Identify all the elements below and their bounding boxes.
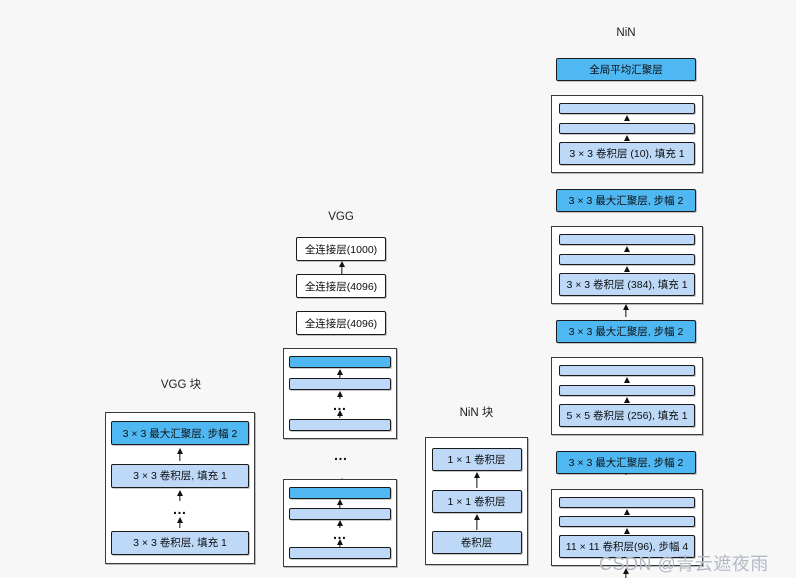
up-arrow-icon xyxy=(336,391,345,399)
conv-layer-bar xyxy=(559,497,695,508)
nin-stage-block: 3 × 3 卷积层 (384), 填充 1 xyxy=(551,226,703,304)
ellipsis-dots: … xyxy=(172,501,188,518)
up-arrow-icon xyxy=(623,377,632,383)
nin-title: NiN xyxy=(616,27,636,39)
conv-layer-bar xyxy=(559,516,695,527)
conv-layer-bar xyxy=(289,546,391,559)
nin-stage-block: 5 × 5 卷积层 (256), 填充 1 xyxy=(551,357,703,435)
vgg-block-container: 3 × 3 最大汇聚层, 步幅 2 3 × 3 卷积层, 填充 1 … 3 × … xyxy=(105,412,255,564)
nin-stage-block: 3 × 3 卷积层 (10), 填充 1 xyxy=(551,95,703,173)
vgg-block-maxpool-layer: 3 × 3 最大汇聚层, 步幅 2 xyxy=(111,421,249,445)
nin-conv-layer: 卷积层 xyxy=(431,531,522,554)
vgg-block-conv-layer: 3 × 3 卷积层, 填充 1 xyxy=(111,530,249,555)
conv-layer-bar xyxy=(289,418,391,431)
conv-layer-bar xyxy=(559,384,695,396)
maxpool-layer-bar xyxy=(289,356,391,368)
up-arrow-icon xyxy=(623,246,632,252)
vgg-block-title: VGG 块 xyxy=(160,379,202,391)
up-arrow-icon xyxy=(176,490,185,501)
nin-global-avg-pool-layer: 全局平均汇聚层 xyxy=(556,58,696,81)
nin-maxpool-layer: 3 × 3 最大汇聚层, 步幅 2 xyxy=(556,189,696,212)
nin-stage-block: 11 × 11 卷积层(96), 步幅 4 xyxy=(551,489,703,566)
vgg-stage-block: … xyxy=(283,348,397,439)
up-arrow-icon xyxy=(623,135,632,141)
vgg-fc-layer: 全连接层(1000) xyxy=(296,237,386,261)
up-arrow-icon xyxy=(623,397,632,403)
conv-layer-bar xyxy=(559,253,695,265)
conv-layer-bar xyxy=(559,365,695,376)
conv-layer-bar xyxy=(289,508,391,521)
up-arrow-icon xyxy=(623,509,632,515)
up-arrow-icon xyxy=(623,528,632,534)
vgg-fc-layer: 全连接层(4096) xyxy=(296,311,386,335)
conv-layer-bar xyxy=(559,234,695,245)
maxpool-layer-bar xyxy=(289,487,391,499)
nin-conv-layer: 3 × 3 卷积层 (10), 填充 1 xyxy=(559,142,695,165)
up-arrow-icon xyxy=(472,514,481,530)
vgg-stage-block: … xyxy=(283,479,397,567)
up-arrow-icon xyxy=(623,266,632,272)
up-arrow-icon xyxy=(176,448,185,461)
up-arrow-icon xyxy=(336,369,345,378)
vgg-title: VGG xyxy=(328,211,354,223)
up-arrow-icon xyxy=(336,499,345,508)
nin-1x1-conv-layer: 1 × 1 卷积层 xyxy=(431,448,522,471)
up-arrow-icon xyxy=(337,261,346,274)
up-arrow-icon xyxy=(336,539,345,547)
nin-conv-layer: 11 × 11 卷积层(96), 步幅 4 xyxy=(559,535,695,558)
up-arrow-icon xyxy=(336,410,345,418)
nin-1x1-conv-layer: 1 × 1 卷积层 xyxy=(431,489,522,513)
csdn-watermark: CSDN @青云遮夜雨 xyxy=(599,554,769,574)
conv-layer-bar xyxy=(289,378,391,391)
up-arrow-icon xyxy=(621,304,630,317)
nin-conv-layer: 3 × 3 卷积层 (384), 填充 1 xyxy=(559,273,695,296)
nin-maxpool-layer: 3 × 3 最大汇聚层, 步幅 2 xyxy=(556,320,696,343)
up-arrow-icon xyxy=(336,520,345,528)
ellipsis-dots: … xyxy=(332,525,348,542)
conv-layer-bar xyxy=(559,103,695,114)
ellipsis-dots: … xyxy=(332,396,348,413)
up-arrow-icon xyxy=(472,472,481,488)
nin-maxpool-layer: 3 × 3 最大汇聚层, 步幅 2 xyxy=(556,451,696,474)
nin-conv-layer: 5 × 5 卷积层 (256), 填充 1 xyxy=(559,404,695,427)
conv-layer-bar xyxy=(559,122,695,134)
nin-block-title: NiN 块 xyxy=(459,407,494,419)
ellipsis-dots: … xyxy=(333,447,349,463)
nin-block-container: 1 × 1 卷积层 1 × 1 卷积层 卷积层 xyxy=(425,437,528,565)
vgg-fc-layer: 全连接层(4096) xyxy=(296,274,386,298)
up-arrow-icon xyxy=(176,517,185,528)
vgg-block-conv-layer: 3 × 3 卷积层, 填充 1 xyxy=(111,463,249,488)
up-arrow-icon xyxy=(623,115,632,121)
